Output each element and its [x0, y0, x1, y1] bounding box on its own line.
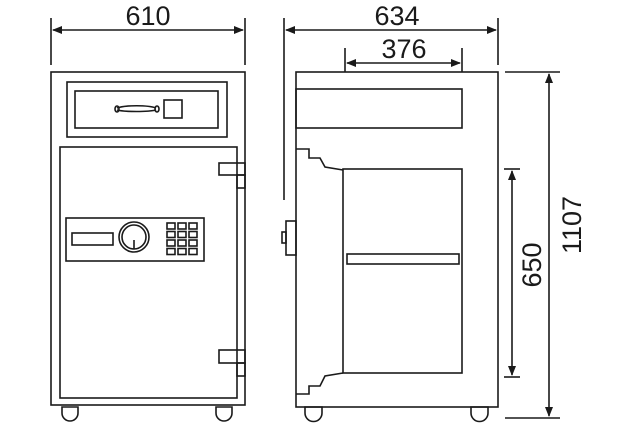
door-profile-top — [296, 148, 344, 171]
keypad-key — [166, 230, 176, 239]
front-view — [50, 71, 246, 422]
keypad-key — [177, 222, 187, 230]
hinge-bottom-icon — [218, 349, 246, 377]
lock-display — [71, 232, 114, 246]
side-dial-knob-icon — [281, 220, 297, 256]
side-slot — [346, 253, 460, 265]
dim-650: 650 — [504, 168, 547, 378]
keypad-key — [166, 239, 176, 247]
drawer-lock-icon — [163, 99, 183, 119]
door — [59, 146, 238, 399]
side-body-outline — [295, 71, 499, 408]
drawer-front — [74, 90, 219, 129]
dim-634: 634 — [283, 1, 499, 200]
dim-1107: 1107 — [505, 71, 587, 419]
keypad-key — [177, 230, 187, 239]
keypad-key — [188, 230, 198, 239]
keypad-key — [166, 247, 176, 256]
dim-1107-label: 1107 — [557, 196, 587, 254]
keypad-key — [166, 222, 176, 230]
drawer-handle-icon — [114, 104, 160, 113]
keypad-icon — [166, 222, 198, 256]
side-foot-right-icon — [470, 406, 489, 423]
keypad-key — [188, 222, 198, 230]
lock-panel — [65, 217, 205, 262]
side-drawer — [295, 88, 463, 129]
dim-634-label: 634 — [374, 1, 419, 31]
drawer-frame — [66, 81, 228, 138]
dim-610-label: 610 — [125, 1, 170, 31]
hinge-top-icon — [218, 162, 246, 189]
side-view — [281, 71, 499, 423]
front-body-outline — [50, 71, 246, 406]
side-inner-compartment — [342, 168, 463, 374]
foot-left-icon — [61, 406, 79, 422]
dim-610: 610 — [50, 1, 246, 65]
dial-icon — [118, 221, 150, 253]
keypad-key — [188, 247, 198, 256]
foot-right-icon — [215, 406, 233, 422]
keypad-key — [188, 239, 198, 247]
door-profile-bottom — [296, 372, 344, 395]
keypad-key — [177, 239, 187, 247]
dim-650-label: 650 — [517, 242, 547, 287]
side-foot-left-icon — [304, 406, 323, 423]
dim-376-label: 376 — [381, 34, 426, 64]
keypad-key — [177, 247, 187, 256]
dim-376: 376 — [344, 34, 463, 72]
